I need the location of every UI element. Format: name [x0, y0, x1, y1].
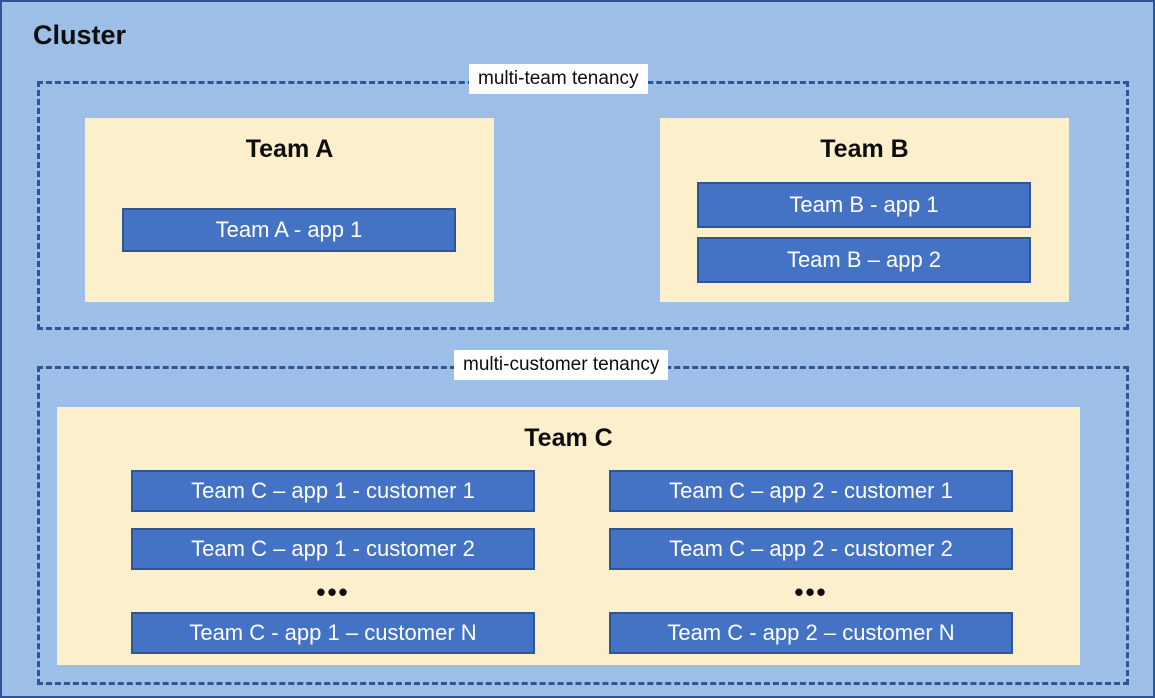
- team-c-app-1-customer-1-box: Team C – app 1 - customer 1: [131, 470, 535, 512]
- team-b-app-2-box: Team B – app 2: [697, 237, 1031, 283]
- team-a-app-1-box: Team A - app 1: [122, 208, 456, 252]
- team-a-heading: Team A: [245, 135, 334, 163]
- cluster-title: Cluster: [33, 20, 127, 50]
- team-c-heading: Team C: [524, 424, 613, 452]
- team-c-app-2-ellipsis: •••: [794, 577, 828, 607]
- team-b-panel: Team B Team B - app 1 Team B – app 2: [660, 118, 1069, 302]
- team-c-app-1-customer-n-box: Team C - app 1 – customer N: [131, 612, 535, 654]
- team-c-app-1-ellipsis: •••: [316, 577, 350, 607]
- team-b-heading: Team B: [820, 135, 909, 163]
- team-b-app-1-box: Team B - app 1: [697, 182, 1031, 228]
- team-c-app-1-customer-2-box: Team C – app 1 - customer 2: [131, 528, 535, 570]
- team-c-app-2-customer-n-box: Team C - app 2 – customer N: [609, 612, 1013, 654]
- team-c-panel: Team C Team C – app 1 - customer 1 Team …: [57, 407, 1080, 665]
- zone-label-multi-customer-tenancy: multi-customer tenancy: [454, 350, 669, 380]
- zone-label-multi-team-tenancy: multi-team tenancy: [469, 64, 648, 94]
- team-c-app-2-customer-1-box: Team C – app 2 - customer 1: [609, 470, 1013, 512]
- team-c-app-2-customer-2-box: Team C – app 2 - customer 2: [609, 528, 1013, 570]
- team-a-panel: Team A Team A - app 1: [85, 118, 494, 302]
